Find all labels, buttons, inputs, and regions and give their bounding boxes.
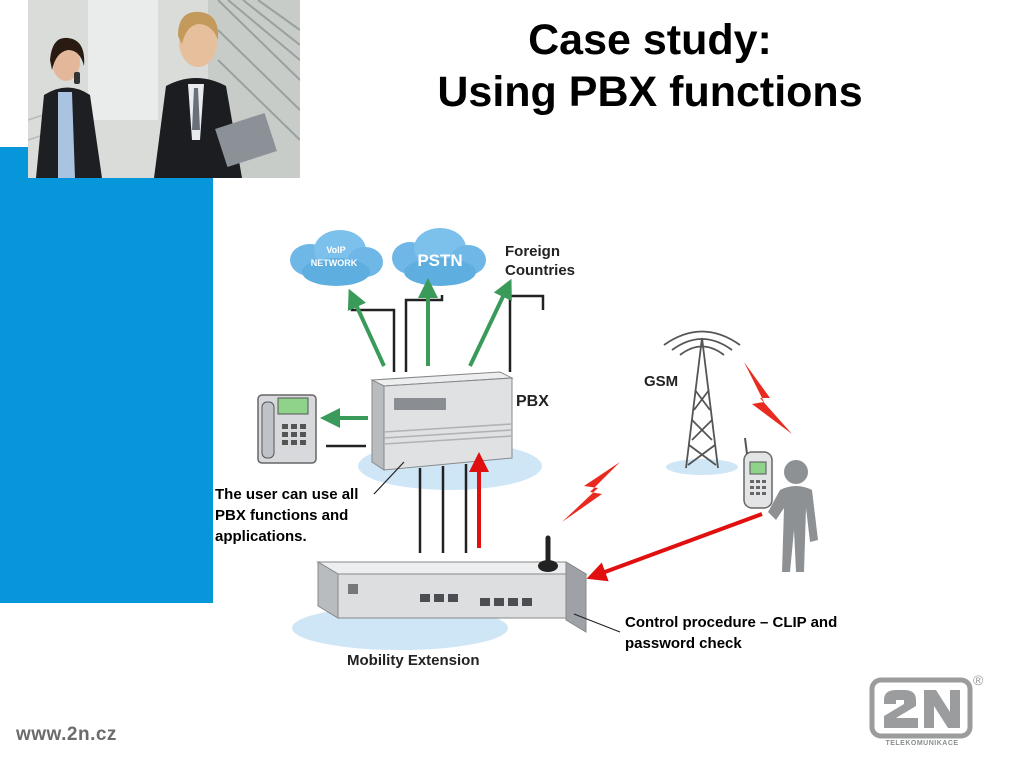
voip-label-line2: NETWORK (311, 258, 358, 268)
user-note-leader (373, 461, 405, 495)
business-people-photo (28, 0, 300, 178)
logo-subtitle: TELEKOMUNIKACE (885, 740, 959, 747)
gsm-tower-icon (663, 330, 741, 469)
mobile-phone-icon (743, 437, 773, 509)
mobility-extension-label: Mobility Extension (347, 652, 480, 669)
signal-bolt-icon (562, 462, 620, 522)
blue-side-bar (0, 147, 213, 603)
desk-phone-icon (257, 394, 317, 464)
mobility-extension-device-icon (316, 535, 588, 633)
registered-mark: ® (973, 672, 984, 688)
control-note: Control procedure – CLIP and password ch… (625, 614, 838, 652)
gsm-label: GSM (644, 373, 679, 390)
blue-side-bar-top (0, 147, 28, 178)
pbx-device-icon (370, 371, 514, 471)
tower-shadow (666, 459, 738, 475)
website-url[interactable]: www.2n.cz (16, 724, 117, 745)
2n-logo (869, 677, 973, 739)
title-line-1: Case study: (528, 16, 772, 64)
control-note-leader (573, 613, 621, 633)
voip-cloud-icon (290, 230, 383, 286)
red-arrow-control (586, 512, 763, 582)
extension-lines (418, 464, 468, 553)
foreign-countries-label: Foreign Countries (505, 243, 576, 279)
pstn-label: PSTN (417, 251, 462, 270)
green-arrows (320, 278, 512, 428)
pbx-label: PBX (516, 393, 549, 410)
title-line-2: Using PBX functions (437, 68, 863, 116)
user-note: The user can use all PBX functions and a… (215, 486, 359, 545)
voip-label-line1: VoIP (326, 245, 345, 255)
signal-bolt-icon-2 (744, 362, 792, 434)
person-silhouette-icon (768, 460, 818, 572)
slide-title: Case study: Using PBX functions (330, 14, 970, 118)
